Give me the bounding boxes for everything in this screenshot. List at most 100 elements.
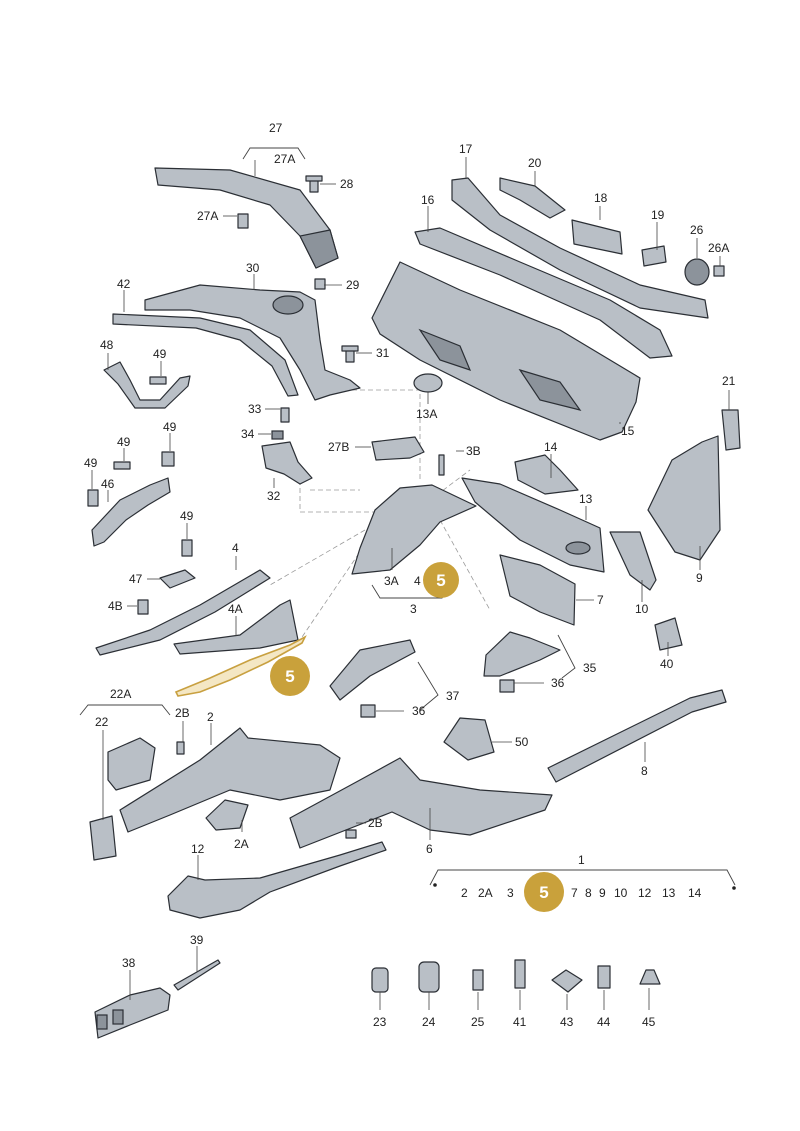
label-s-2A: 2A [478,886,493,900]
label-27: 27 [269,121,283,135]
part-4B-spacer [137,599,149,615]
label-47: 47 [129,572,143,586]
label-s-9: 9 [599,886,606,900]
label-8: 8 [641,764,648,778]
label-40: 40 [660,657,674,671]
label-27A-top: 27A [274,152,295,166]
label-43: 43 [560,1015,574,1029]
label-13: 13 [579,492,593,506]
label-12: 12 [191,842,205,856]
part-3A-bracket [351,484,477,575]
part-35-bracket [483,631,561,677]
part-32-bracket [261,441,313,485]
part-40-bracket [654,617,683,651]
label-29: 29 [346,278,360,292]
label-3A: 3A [384,574,399,588]
label-41: 41 [513,1015,527,1029]
label-7: 7 [597,593,604,607]
part-17-upper-cowl [451,177,709,319]
label-39: 39 [190,933,204,947]
part-45-cap [639,969,661,985]
sequence-dots [433,883,736,890]
part-29-clip [314,278,326,290]
label-42: 42 [117,277,131,291]
part-27B-bracket [371,436,425,461]
label-32: 32 [267,489,281,503]
label-s-3: 3 [507,886,514,900]
part-44-stud [597,965,611,989]
part-25-clip [472,969,484,991]
badge-5-b: 5 [270,656,310,696]
label-25: 25 [471,1015,485,1029]
label-s-10: 10 [614,886,628,900]
part-34-nut [271,430,284,440]
label-49-b: 49 [117,435,131,449]
label-10: 10 [635,602,649,616]
part-21-bracket [721,409,741,451]
part-37-bracket [329,639,416,701]
label-18: 18 [594,191,608,205]
label-3: 3 [410,602,417,616]
part-38-crash-box [94,987,171,1039]
part-49-bolt-d [87,489,99,507]
label-36-a: 36 [551,676,565,690]
part-36-clip-a [499,679,515,693]
part-5-highlighted [174,635,307,697]
part-14-bracket [514,454,579,495]
label-s-7: 7 [571,886,578,900]
label-46: 46 [101,477,115,491]
label-4A: 4A [228,602,243,616]
part-20-bracket [499,177,566,219]
label-17: 17 [459,142,473,156]
part-27-cowl-upper [154,167,339,269]
label-9: 9 [696,571,703,585]
label-s-14: 14 [688,886,702,900]
label-49-c: 49 [163,420,177,434]
leader-lines [79,147,736,1010]
label-22: 22 [95,715,109,729]
label-20: 20 [528,156,542,170]
label-2B: 2B [368,816,383,830]
label-15: 15 [621,424,635,438]
label-31: 31 [376,346,390,360]
part-41-bolt [514,959,526,989]
part-15-plenum [371,261,641,441]
label-4: 4 [232,541,239,555]
part-49-bolt-e [181,539,193,557]
label-s-13: 13 [662,886,676,900]
label-48: 48 [100,338,114,352]
label-16: 16 [421,193,435,207]
label-50: 50 [515,735,529,749]
label-6: 6 [426,842,433,856]
label-27A: 27A [197,209,218,223]
label-19: 19 [651,208,665,222]
part-47-clip [159,569,196,589]
part-22-box [107,737,156,791]
label-49-d: 49 [84,456,98,470]
badge-5-a-text: 5 [436,571,445,590]
part-50-bracket [443,717,495,761]
label-2: 2 [207,710,214,724]
label-24: 24 [422,1015,436,1029]
part-13-member [461,477,605,573]
label-45: 45 [642,1015,656,1029]
part-49-bolt-b [113,461,131,470]
part-2B-bolt-top [176,741,185,755]
part-2A-bracket [205,799,249,831]
part-31-bolt [341,345,359,363]
label-s-2: 2 [461,886,468,900]
badge-5-c-text: 5 [539,883,548,902]
label-36-b: 36 [412,704,426,718]
label-1: 1 [578,853,585,867]
part-33-bolt [280,407,290,423]
label-37: 37 [446,689,460,703]
badge-5-b-text: 5 [285,667,294,686]
label-26A: 26A [708,241,729,255]
part-19-clip [641,245,667,267]
label-49-a: 49 [153,347,167,361]
label-4B: 4B [108,599,123,613]
label-23: 23 [373,1015,387,1029]
part-13A-seal [413,373,443,393]
part-18-box [571,219,623,255]
